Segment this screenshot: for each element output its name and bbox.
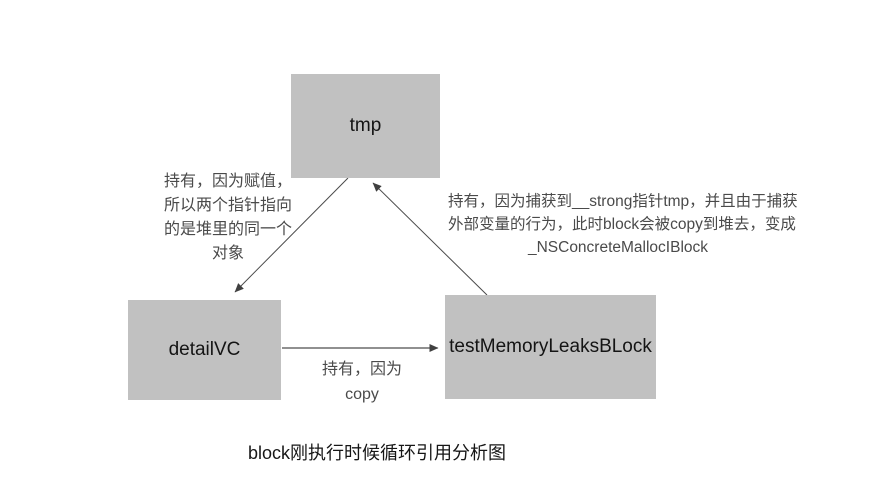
node-detailvc-label: detailVC: [168, 339, 241, 360]
annotation-line: 持有，因为捕获到__strong指针tmp，并且由于捕获: [448, 193, 798, 210]
node-testmemoryleaksblock: testMemoryLeaksBLock: [445, 295, 656, 399]
annotation-line: 持有，因为赋值，: [163, 173, 292, 190]
annotation-line: copy: [345, 386, 379, 403]
annotation-line: 持有，因为: [321, 361, 402, 378]
node-testmemoryleaksblock-label: testMemoryLeaksBLock: [449, 336, 652, 357]
annotation-line: 的是堆里的同一个: [163, 221, 292, 238]
diagram-caption: block刚执行时候循环引用分析图: [247, 443, 507, 463]
annotation-assignment-note: 持有，因为赋值， 所以两个指针指向 的是堆里的同一个 对象: [150, 170, 306, 266]
edge-testblock-to-tmp-arrow: [372, 182, 488, 296]
annotation-line: 外部变量的行为，此时block会被copy到堆去，变成: [448, 216, 796, 233]
node-detailvc: detailVC: [128, 300, 281, 400]
annotation-line: _NSConcreteMallocIBlock: [527, 239, 709, 256]
node-tmp: tmp: [291, 74, 440, 178]
annotation-line: 对象: [211, 245, 244, 262]
annotation-line: 所以两个指针指向: [163, 197, 292, 214]
annotation-capture-note: 持有，因为捕获到__strong指针tmp，并且由于捕获 外部变量的行为，此时b…: [448, 190, 798, 259]
annotation-copy-note: 持有，因为 copy: [298, 357, 426, 407]
edge-tmp-to-detailvc-arrow: [234, 177, 349, 293]
node-tmp-label: tmp: [349, 115, 382, 136]
